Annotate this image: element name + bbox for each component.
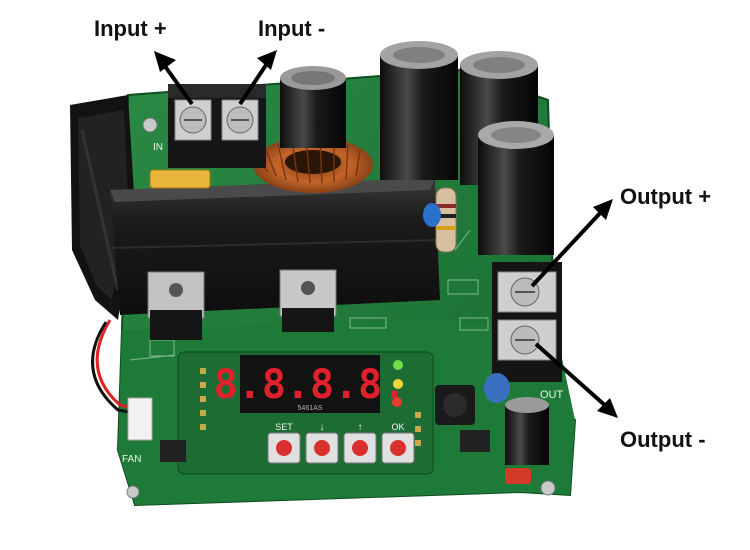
- transistor-right: [279, 269, 337, 332]
- mount-hole-icon: [126, 485, 140, 499]
- led-green-icon: [393, 360, 403, 370]
- fan-wires: [95, 319, 141, 412]
- ceramic-capacitor: [423, 203, 441, 227]
- set-button[interactable]: [267, 432, 301, 464]
- arrow-up-right-icon: [530, 208, 605, 288]
- transistor-left: [147, 271, 205, 340]
- capacitor-large-3: [478, 121, 554, 255]
- silk-in: IN: [153, 142, 163, 153]
- silk-out: OUT: [540, 389, 564, 401]
- mount-hole-icon: [142, 117, 158, 133]
- display-module: 8.8.8.8. 5461AS: [177, 351, 434, 475]
- set-button-label: SET: [275, 422, 293, 432]
- silk-fan: FAN: [122, 454, 141, 465]
- resistor: [435, 187, 457, 253]
- arrow-up-left-icon: [160, 60, 194, 106]
- capacitor-output-small: [505, 397, 549, 465]
- ok-button-label: OK: [391, 422, 404, 432]
- capacitor-small: [280, 66, 346, 148]
- up-button-label: ↑: [358, 422, 363, 433]
- header-pins: [200, 368, 421, 446]
- toroid-inductor: [253, 137, 373, 193]
- led-yellow-icon: [393, 379, 403, 389]
- button-row: [267, 432, 415, 464]
- fan-connector: [127, 397, 153, 441]
- input-terminal-block: [168, 84, 266, 168]
- input-plus-label: Input +: [94, 16, 167, 41]
- output-terminal-block: [492, 262, 562, 382]
- output-plus-label: Output +: [620, 184, 712, 209]
- down-button-label: ↓: [320, 422, 325, 433]
- small-blue-capacitor: [484, 373, 510, 403]
- arrow-down-right-icon: [534, 342, 610, 410]
- down-button[interactable]: [305, 432, 339, 464]
- ic-chip: [160, 440, 186, 462]
- fuse: [149, 169, 211, 189]
- display-digits: 8.8.8.8.: [214, 362, 407, 408]
- capacitor-large-1: [380, 41, 458, 180]
- output-minus-label: Output -: [620, 427, 706, 452]
- callout-arrows: [154, 50, 618, 418]
- ic-chip: [460, 430, 490, 452]
- led-red-icon: [392, 397, 402, 407]
- display-model-label: 5461AS: [298, 405, 323, 412]
- arrow-up-right-icon: [238, 60, 270, 106]
- smd-red-component: [505, 468, 531, 484]
- mount-hole-icon: [540, 480, 556, 496]
- ok-button[interactable]: [381, 432, 415, 464]
- input-minus-label: Input -: [258, 16, 326, 41]
- up-button[interactable]: [343, 432, 377, 464]
